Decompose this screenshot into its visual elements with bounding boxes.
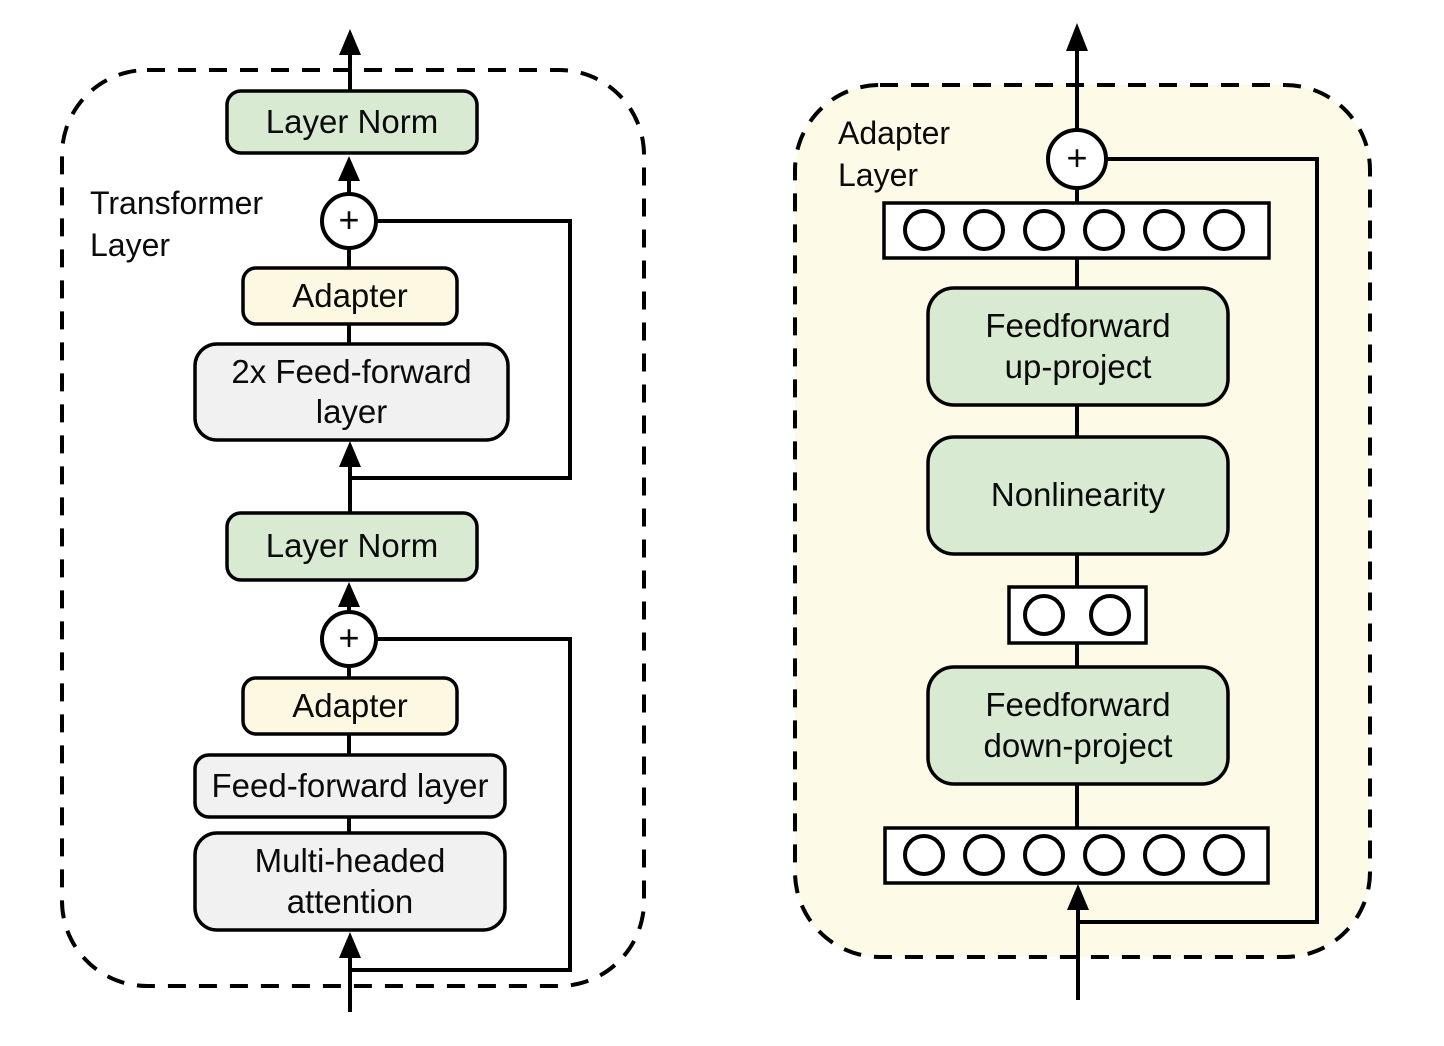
layer-norm-mid-box (225, 511, 479, 582)
adapter-top-box (241, 266, 459, 326)
left-lower-skip-connection (351, 637, 572, 972)
feed-forward-box (193, 753, 507, 819)
right-output-arrowhead-icon (1066, 23, 1088, 51)
left-arrowhead-into-mid-layernorm-icon (338, 582, 360, 607)
left-upper-plus-sign: + (338, 199, 360, 240)
layer-norm-top-box (225, 89, 479, 155)
adapter-layer-label-line1: Adapter (838, 115, 951, 151)
adapter-layer-label-line2: Layer (838, 157, 919, 194)
left-arrowhead-into-ff2x-icon (339, 441, 361, 467)
left-lower-plus-sign: + (338, 617, 360, 658)
adapter-layer-label: Adapter Layer (838, 112, 1058, 196)
right-plus-sign: + (1066, 137, 1088, 178)
nonlinearity-box (926, 435, 1230, 556)
right-skip-connection (1080, 157, 1319, 924)
top-feature-row-units (903, 209, 1245, 251)
left-input-arrowhead-icon (339, 932, 361, 958)
transformer-layer-label-line2: Layer (90, 227, 171, 264)
adapter-bottom-box (241, 676, 459, 736)
left-output-arrowhead-icon (339, 29, 361, 55)
feedforward-down-project-box (926, 665, 1230, 786)
ff2x-box (193, 342, 510, 442)
multi-headed-attention-box (193, 831, 507, 932)
transformer-layer-label-line1: Transformer (90, 185, 264, 221)
transformer-layer-label: Transformer Layer (90, 182, 350, 266)
left-upper-skip-connection (351, 219, 572, 480)
feedforward-up-project-box (926, 286, 1230, 407)
right-input-arrowhead-icon (1067, 884, 1089, 910)
bottleneck-row-units (1023, 594, 1131, 636)
adapter-layer-panel (793, 23, 1372, 1000)
bottom-feature-row-units (903, 834, 1245, 876)
transformer-layer-panel (60, 29, 646, 1012)
left-arrowhead-into-top-layernorm-icon (338, 156, 360, 181)
